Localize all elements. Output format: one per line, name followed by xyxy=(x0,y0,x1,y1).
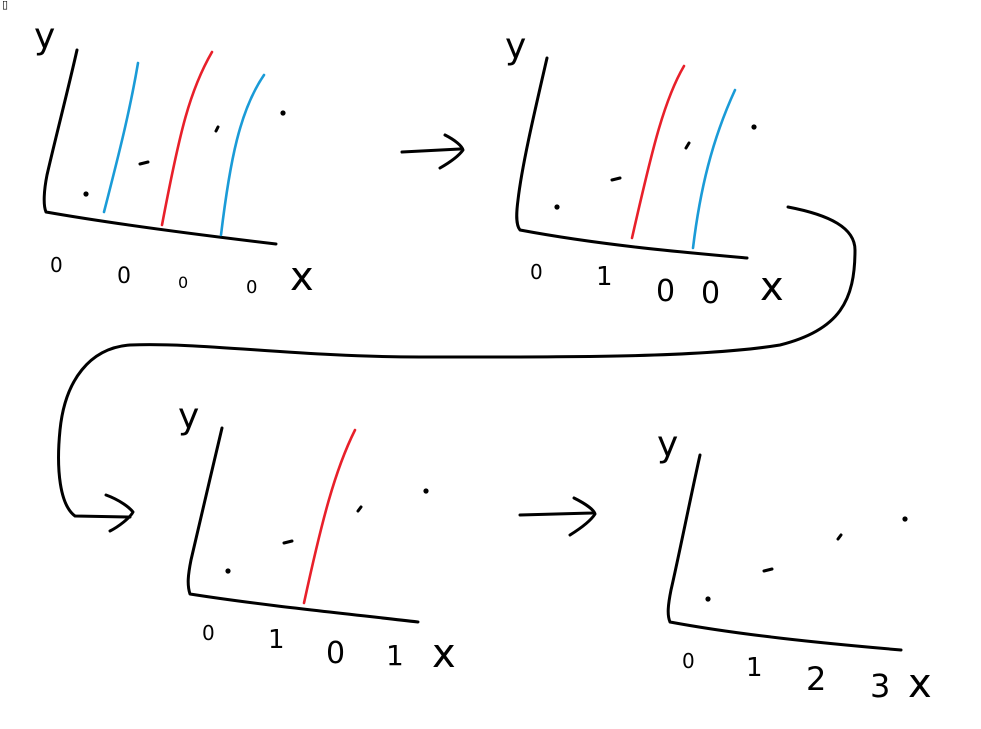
arrow-3-to-4 xyxy=(518,496,597,537)
panel-3-digit: 0 xyxy=(202,621,215,645)
panel-4-y-label: y xyxy=(657,424,678,465)
panel-1-axes xyxy=(42,48,278,246)
panel-3-y-label: y xyxy=(178,396,199,437)
panel-3-digit: 1 xyxy=(386,639,404,672)
arrow-1-to-2 xyxy=(400,133,465,170)
panel-1-line-blue xyxy=(219,73,266,237)
panel-3-digit: 1 xyxy=(268,625,285,655)
panel-1-line-red xyxy=(160,50,214,227)
panel-3-x-label: x xyxy=(432,631,456,677)
panel-4-axes xyxy=(666,453,903,652)
panel-2-digit: 0 xyxy=(656,274,675,309)
panel-4-point xyxy=(762,567,774,573)
panel-2-axes xyxy=(515,56,749,260)
panel-4-digit: 0 xyxy=(682,649,695,673)
arrow-2-to-3 xyxy=(57,205,857,533)
panel-1-point xyxy=(138,160,150,166)
panel-2-point xyxy=(610,176,622,182)
panel-1-digit: 0 xyxy=(117,264,131,289)
panel-2: y 0 1 0 0 x xyxy=(505,26,784,311)
panel-2-point xyxy=(684,141,691,150)
panel-4-point xyxy=(705,596,711,602)
panel-1-digit: 0 xyxy=(50,253,63,277)
panel-1-point xyxy=(214,125,220,133)
panel-2-line-red xyxy=(630,64,686,240)
panel-4-point xyxy=(902,516,908,522)
panel-1-digit: 0 xyxy=(178,273,188,292)
panel-1-digit: 0 xyxy=(246,277,257,298)
panel-2-line-blue xyxy=(691,88,737,250)
panel-3-digit: 0 xyxy=(326,636,345,671)
panel-2-x-label: x xyxy=(760,264,784,310)
panel-1: y 0 0 0 0 x xyxy=(34,16,314,300)
panel-2-digit: 1 xyxy=(596,262,613,292)
panel-3-point xyxy=(225,568,231,574)
panel-1-point xyxy=(83,191,89,197)
panel-4: y 0 1 2 3 x xyxy=(657,424,932,707)
panel-4-x-label: x xyxy=(908,661,932,707)
panel-4-digit: 2 xyxy=(806,660,826,698)
panel-2-point xyxy=(554,204,560,210)
panel-2-digit: 0 xyxy=(530,260,543,284)
panel-4-digit: 3 xyxy=(870,667,890,705)
panel-3-point xyxy=(282,539,294,545)
panel-1-line-blue xyxy=(102,61,140,214)
panel-1-point xyxy=(280,110,286,116)
panel-2-point xyxy=(751,124,757,130)
panel-3-point xyxy=(356,505,363,513)
panel-2-y-label: y xyxy=(505,26,526,67)
panel-3: y 0 1 0 1 x xyxy=(178,396,456,677)
panel-1-y-label: y xyxy=(34,16,55,57)
panel-2-digit: 0 xyxy=(701,276,720,311)
panel-3-axes xyxy=(186,426,420,624)
corner-glyph: ▯ xyxy=(2,0,9,11)
panel-1-x-label: x xyxy=(290,254,314,300)
panel-4-point xyxy=(836,533,843,541)
panel-3-point xyxy=(423,488,429,494)
panel-3-line-red xyxy=(302,428,357,605)
panel-4-digit: 1 xyxy=(746,653,763,683)
